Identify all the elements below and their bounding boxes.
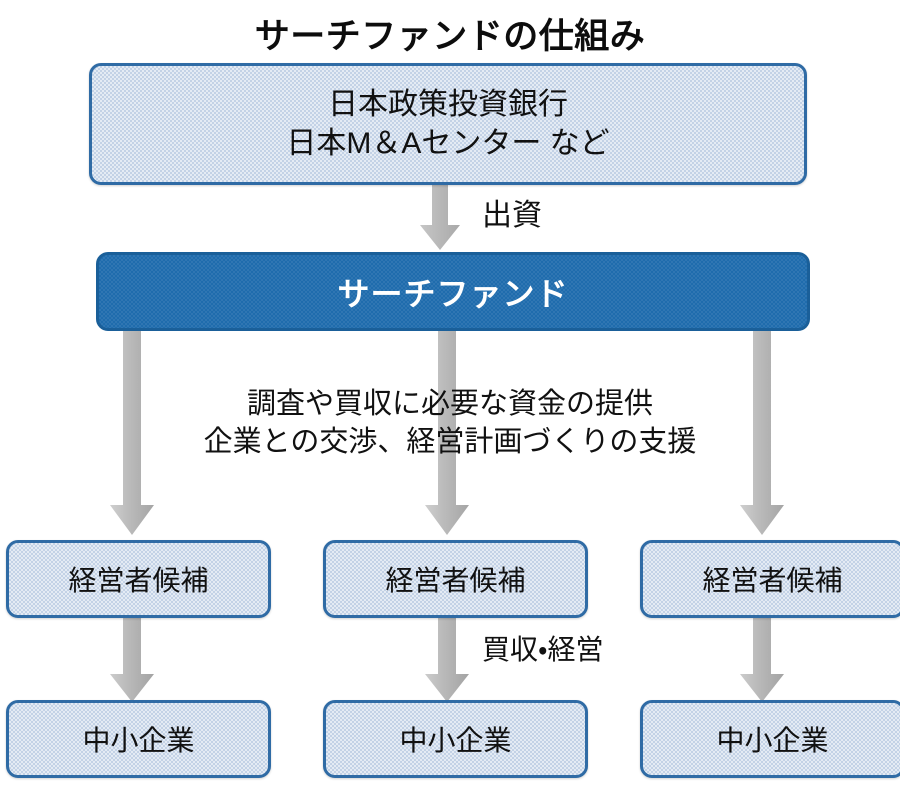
box-sme-1-label: 中小企業	[82, 725, 195, 756]
label-support-line-1: 調査や買収に必要な資金の提供	[246, 388, 653, 420]
down-arrow-icon-candidate-2-to-sme-2	[425, 612, 469, 702]
box-sme-2-label: 中小企業	[399, 725, 512, 756]
label-acquisition: 買収・経営	[482, 634, 604, 665]
box-manager-candidate-1: 経営者候補	[6, 540, 271, 618]
down-arrow-icon-candidate-1-to-sme-1	[110, 612, 154, 702]
box-search-fund-label: サーチファンド	[337, 275, 569, 312]
down-arrow-icon-fund-to-candidate-3	[740, 328, 784, 535]
label-investment: 出資	[482, 199, 542, 232]
box-manager-candidate-3-label: 経営者候補	[702, 565, 843, 596]
box-investors-text: 日本政策投資銀行 日本M＆Aセンター など	[286, 85, 609, 163]
label-support-text: 調査や買収に必要な資金の提供 企業との交渉、経営計画づくりの支援	[0, 385, 900, 462]
box-sme-3: 中小企業	[640, 700, 900, 778]
box-sme-1: 中小企業	[6, 700, 271, 778]
box-manager-candidate-2-label: 経営者候補	[385, 565, 526, 596]
box-investors: 日本政策投資銀行 日本M＆Aセンター など	[89, 63, 807, 185]
box-search-fund: サーチファンド	[96, 252, 810, 331]
box-investors-line-1: 日本政策投資銀行	[328, 88, 568, 121]
diagram-title: サーチファンドの仕組み	[254, 17, 646, 56]
label-support-line-2: 企業との交渉、経営計画づくりの支援	[203, 426, 697, 459]
box-manager-candidate-3: 経営者候補	[640, 540, 900, 618]
box-investors-line-2: 日本M＆Aセンター など	[286, 127, 610, 160]
down-arrow-icon-fund-to-candidate-2	[425, 328, 469, 535]
box-sme-2: 中小企業	[323, 700, 588, 778]
down-arrow-icon-fund-to-candidate-1	[110, 328, 154, 535]
box-manager-candidate-2: 経営者候補	[323, 540, 588, 618]
box-manager-candidate-1-label: 経営者候補	[68, 565, 209, 596]
box-sme-3-label: 中小企業	[716, 725, 829, 756]
down-arrow-icon-investors-to-fund	[420, 180, 460, 250]
down-arrow-icon-candidate-3-to-sme-3	[740, 612, 784, 702]
